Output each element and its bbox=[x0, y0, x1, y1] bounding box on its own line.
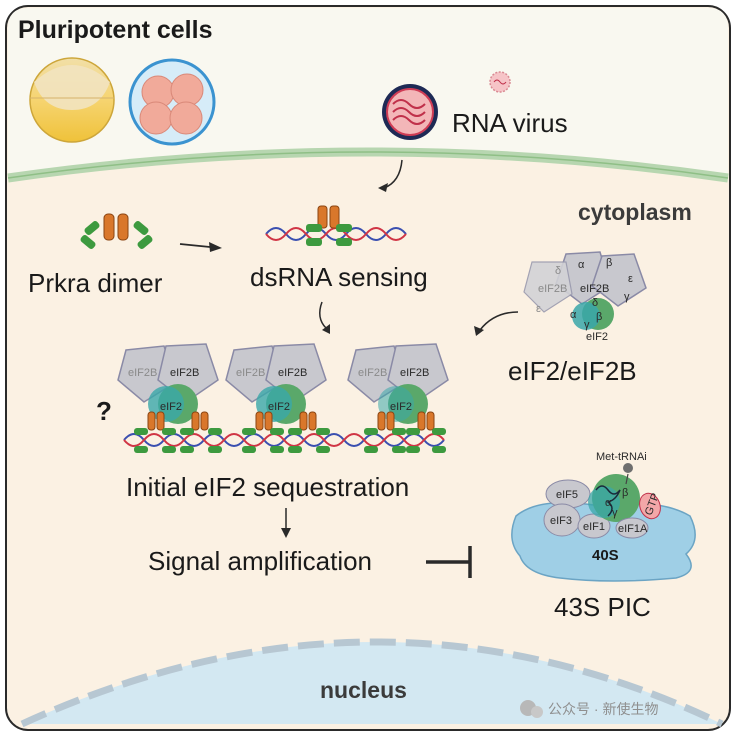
nuclear-envelope bbox=[20, 638, 724, 728]
blastomere-icon bbox=[128, 58, 216, 146]
arrow-prkra-to-dsrna bbox=[179, 242, 222, 252]
eif2b-label-left: eIF2B bbox=[538, 283, 567, 295]
signal-amplification-label: Signal amplification bbox=[148, 546, 372, 576]
sequestration-dsrna bbox=[123, 433, 445, 447]
pic-eif5-label: eIF5 bbox=[556, 489, 578, 501]
arrow-eif2-to-sequestration bbox=[474, 311, 519, 336]
pic-alpha-label: α bbox=[605, 497, 612, 509]
rna-virus-icon bbox=[382, 84, 438, 140]
sequestration-complex-2: eIF2B eIF2B eIF2 bbox=[225, 343, 330, 453]
c3-eif2: eIF2 bbox=[390, 401, 412, 413]
eif2-label: eIF2 bbox=[586, 331, 608, 343]
eif2b-epsilon-label-left: ε bbox=[536, 303, 541, 315]
watermark-text: 公众号 · 新使生物 bbox=[548, 701, 658, 717]
c2-eif2b-left: eIF2B bbox=[236, 367, 265, 379]
c2-eif2b-right: eIF2B bbox=[278, 367, 307, 379]
eif2b-label: eIF2B bbox=[580, 283, 609, 295]
arrow-to-amplification bbox=[281, 508, 291, 538]
initial-sequestration-label: Initial eIF2 sequestration bbox=[126, 472, 409, 502]
sequestration-complex-1: eIF2B eIF2B eIF2 bbox=[117, 343, 222, 453]
pic-43s-complex: Met-tRNAi eIF5 eIF3 eIF1 eIF1A GTP α β γ… bbox=[511, 451, 696, 582]
pic-beta-label: β bbox=[622, 487, 628, 499]
eif2b-beta-label: β bbox=[606, 257, 612, 269]
eif2b-alpha-label: α bbox=[578, 259, 585, 271]
arrow-virus-to-dsrna bbox=[378, 159, 403, 192]
c2-eif2: eIF2 bbox=[268, 401, 290, 413]
eif2-alpha-label: α bbox=[570, 309, 577, 321]
eif2-eif2b-complex: δ eIF2B ε α β ε eIF2B γ δ α β γ eIF2 bbox=[523, 251, 647, 343]
eif2b-gamma-label: γ bbox=[624, 291, 630, 303]
watermark: 公众号 · 新使生物 bbox=[520, 700, 658, 718]
eif2-eif2b-label: eIF2/eIF2B bbox=[508, 356, 637, 386]
cell-membrane-line bbox=[7, 151, 729, 179]
question-mark: ? bbox=[96, 396, 112, 426]
c1-eif2: eIF2 bbox=[160, 401, 182, 413]
embryo-icon bbox=[29, 57, 115, 143]
rna-virus-small-icon bbox=[489, 71, 511, 93]
pic-40s-label: 40S bbox=[592, 547, 619, 564]
prkra-dimer-icon bbox=[80, 213, 153, 249]
c1-eif2b-right: eIF2B bbox=[170, 367, 199, 379]
prkra-dimer-label: Prkra dimer bbox=[28, 268, 163, 298]
nucleus-body bbox=[22, 642, 722, 724]
eif2b-epsilon-label: ε bbox=[628, 273, 633, 285]
c3-eif2b-left: eIF2B bbox=[358, 367, 387, 379]
eif2b-delta-label-left: δ bbox=[555, 265, 561, 277]
pic-43s-label: 43S PIC bbox=[554, 592, 651, 622]
sequestration-complex-3: eIF2B eIF2B eIF2 bbox=[347, 343, 449, 453]
inhibition-arrow bbox=[426, 546, 472, 578]
pic-eif3-label: eIF3 bbox=[550, 515, 572, 527]
pic-eif1a-label: eIF1A bbox=[618, 523, 648, 535]
title: Pluripotent cells bbox=[18, 16, 212, 44]
c1-eif2b-left: eIF2B bbox=[128, 367, 157, 379]
eif2-gamma-label: γ bbox=[584, 319, 590, 331]
c3-eif2b-right: eIF2B bbox=[400, 367, 429, 379]
arrow-dsrna-to-sequestration bbox=[319, 301, 330, 334]
pic-met-trnai-label: Met-tRNAi bbox=[596, 451, 647, 463]
nucleus-label: nucleus bbox=[320, 677, 407, 703]
dsrna-sensing-label: dsRNA sensing bbox=[250, 262, 428, 292]
eif2-beta-label: β bbox=[596, 311, 602, 323]
cytoplasm-label: cytoplasm bbox=[578, 199, 692, 225]
pic-gamma-label: γ bbox=[612, 507, 618, 519]
pic-eif1-label: eIF1 bbox=[583, 521, 605, 533]
eif2b-delta-label: δ bbox=[592, 297, 598, 309]
rna-virus-label: RNA virus bbox=[452, 108, 568, 138]
dsrna-sensing-icon bbox=[265, 205, 407, 246]
